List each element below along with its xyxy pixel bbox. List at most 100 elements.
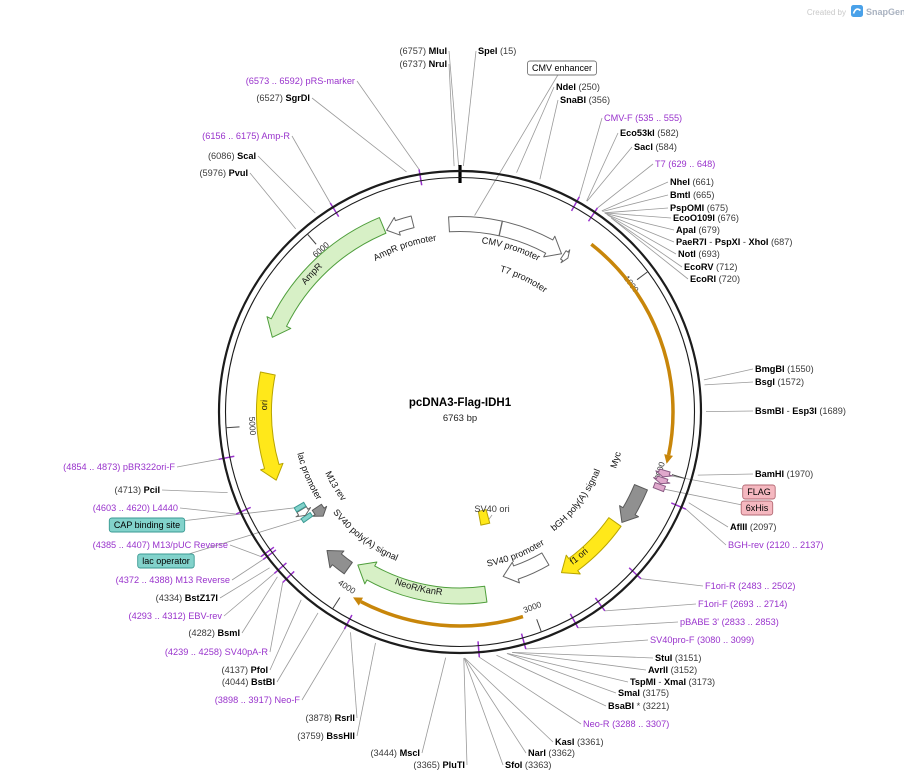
enzyme-label-pfoi[interactable]: (4137) PfoI bbox=[222, 665, 268, 675]
primer-label-m13-puc-reverse[interactable]: (4385 .. 4407) M13/pUC Reverse bbox=[93, 540, 228, 550]
feature-label-sv40-ori[interactable]: SV40 ori bbox=[474, 504, 509, 514]
enzy me-label-snabi[interactable]: SnaBI (356) bbox=[560, 95, 610, 105]
feature-neor-orf-arrowhead[interactable] bbox=[353, 597, 363, 606]
enzyme-label-scai[interactable]: (6086) ScaI bbox=[208, 151, 256, 161]
feature-sv40-polya-signal[interactable] bbox=[326, 550, 353, 575]
primer-label-f1ori-r[interactable]: F1ori-R (2483 .. 2502) bbox=[705, 581, 795, 591]
feature-label-flag[interactable]: FLAG bbox=[747, 487, 771, 497]
enzyme-label-pvui[interactable]: (5976) PvuI bbox=[199, 168, 248, 178]
enzyme-label-sgrdi[interactable]: (6527) SgrDI bbox=[256, 93, 310, 103]
enzyme-label-mlui[interactable]: (6757) MluI bbox=[400, 46, 448, 56]
enzyme-label-nhei[interactable]: NheI (661) bbox=[670, 177, 714, 187]
enzyme-label-apai[interactable]: ApaI (679) bbox=[676, 225, 720, 235]
enzyme-label-tspmi-xmai[interactable]: TspMI - XmaI (3173) bbox=[630, 677, 715, 687]
primer-site-tick[interactable] bbox=[282, 570, 295, 584]
primer-site-tick[interactable] bbox=[477, 641, 481, 658]
enzyme-label-pspomi[interactable]: PspOMI (675) bbox=[670, 203, 728, 213]
enzyme-label-pluti[interactable]: (3365) PluTI bbox=[413, 760, 465, 770]
primer-label-t7[interactable]: T7 (629 .. 648) bbox=[655, 159, 715, 169]
primer-label-pbr322ori-f[interactable]: (4854 .. 4873) pBR322ori-F bbox=[63, 462, 175, 472]
enzyme-label-bamhi[interactable]: BamHI (1970) bbox=[755, 469, 813, 479]
feature-label-cmv-enhancer[interactable]: CMV enhancer bbox=[532, 63, 592, 73]
feature-his6-tag[interactable] bbox=[652, 481, 667, 493]
enzyme-label-kasi[interactable]: KasI (3361) bbox=[555, 737, 604, 747]
primer-label-m13-reverse[interactable]: (4372 .. 4388) M13 Reverse bbox=[116, 575, 230, 585]
enzyme-label-avrii[interactable]: AvrII (3152) bbox=[648, 665, 697, 675]
enzyme-label-sfoi[interactable]: SfoI (3363) bbox=[505, 760, 551, 770]
primer-site-tick[interactable] bbox=[670, 502, 687, 510]
primer-site-tick[interactable] bbox=[262, 549, 277, 561]
feature-ampr[interactable] bbox=[266, 217, 387, 338]
primer-site-tick[interactable] bbox=[570, 196, 580, 212]
feature-idh1-orf-arrowhead[interactable] bbox=[664, 454, 674, 464]
enzyme-label-bsgi[interactable]: BsgI (1572) bbox=[755, 377, 804, 387]
feature-label-lac-operator-box[interactable] bbox=[137, 553, 195, 569]
feature-ori[interactable] bbox=[256, 371, 284, 481]
primer-label-neo-f[interactable]: (3898 .. 3917) Neo-F bbox=[215, 695, 301, 705]
primer-label-sv40pro-f[interactable]: SV40pro-F (3080 .. 3099) bbox=[650, 635, 754, 645]
feature-cmv-enhancer[interactable] bbox=[448, 215, 503, 237]
primer-site-tick[interactable] bbox=[260, 546, 275, 558]
primer-label-ebv-rev[interactable]: (4293 .. 4312) EBV-rev bbox=[129, 611, 223, 621]
enzyme-label-bsmi[interactable]: (4282) BsmI bbox=[188, 628, 240, 638]
enzyme-label-msci[interactable]: (3444) MscI bbox=[370, 748, 420, 758]
feature-neor-kanr[interactable] bbox=[357, 561, 488, 605]
feature-ampr-promoter[interactable] bbox=[386, 215, 415, 236]
feature-t7-promoter[interactable] bbox=[560, 249, 571, 264]
feature-f1-ori[interactable] bbox=[560, 517, 622, 575]
primer-label-pbabe-3[interactable]: pBABE 3' (2833 .. 2853) bbox=[680, 617, 779, 627]
primer-site-tick[interactable] bbox=[594, 597, 606, 612]
enzyme-label-ecorv[interactable]: EcoRV (712) bbox=[684, 262, 737, 272]
enzyme-label-bstbi[interactable]: (4044) BstBI bbox=[222, 677, 275, 687]
enzyme-label-bsshii[interactable]: (3759) BssHII bbox=[297, 731, 355, 741]
enzyme-label-bmti[interactable]: BmtI (665) bbox=[670, 190, 714, 200]
feature-label-lac-operator[interactable]: lac operator bbox=[142, 556, 190, 566]
enzyme-label-saci[interactable]: SacI (584) bbox=[634, 142, 677, 152]
primer-site-tick[interactable] bbox=[235, 506, 252, 515]
enzyme-label-bstz17i[interactable]: (4334) BstZ17I bbox=[156, 593, 218, 603]
feature-idh1-orf-arc[interactable] bbox=[590, 242, 675, 456]
enzyme-label-spei[interactable]: SpeI (15) bbox=[478, 46, 516, 56]
enzyme-label-nrui[interactable]: (6737) NruI bbox=[400, 59, 448, 69]
primer-label-neo-r[interactable]: Neo-R (3288 .. 3307) bbox=[583, 719, 669, 729]
feature-cmv-promoter[interactable] bbox=[498, 220, 563, 258]
primer-site-tick[interactable] bbox=[418, 169, 423, 186]
primer-site-tick[interactable] bbox=[587, 207, 599, 222]
feature-myc-tag-a[interactable] bbox=[655, 468, 673, 478]
feature-label-6xhis-box[interactable] bbox=[740, 500, 774, 516]
feature-m13-rev[interactable] bbox=[311, 503, 328, 517]
enzyme-label-pcii[interactable]: (4713) PciI bbox=[115, 485, 160, 495]
primer-label-prs-marker[interactable]: (6573 .. 6592) pRS-marker bbox=[246, 76, 355, 86]
primer-label-f1ori-f[interactable]: F1ori-F (2693 .. 2714) bbox=[698, 599, 787, 609]
primer-site-tick[interactable] bbox=[218, 455, 235, 461]
feature-bgh-polya-signal[interactable] bbox=[619, 484, 648, 523]
feature-myc-tag-b[interactable] bbox=[653, 475, 671, 485]
primer-site-tick[interactable] bbox=[329, 202, 340, 217]
enzyme-label-ecori[interactable]: EcoRI (720) bbox=[690, 274, 740, 284]
enzyme-label-bmgbi[interactable]: BmgBI (1550) bbox=[755, 364, 814, 374]
feature-sv40-promoter[interactable] bbox=[502, 552, 550, 584]
feature-sv40-ori[interactable] bbox=[477, 508, 491, 526]
enzyme-label-bsabi[interactable]: BsaBI * (3221) bbox=[608, 701, 669, 711]
primer-site-tick[interactable] bbox=[628, 567, 642, 580]
primer-site-tick[interactable] bbox=[569, 613, 579, 629]
enzyme-label-stui[interactable]: StuI (3151) bbox=[655, 653, 701, 663]
enzyme-label-bsmbi-esp3i[interactable]: BsmBI - Esp3I (1689) bbox=[755, 406, 846, 416]
enzyme-label-nari[interactable]: NarI (3362) bbox=[528, 748, 575, 758]
feature-label-cmv-enhancer-box[interactable] bbox=[527, 60, 597, 76]
enzyme-label-smai[interactable]: SmaI (3175) bbox=[618, 688, 669, 698]
primer-label-bgh-rev[interactable]: BGH-rev (2120 .. 2137) bbox=[728, 540, 824, 550]
enzyme-label-eco53ki[interactable]: Eco53kI (582) bbox=[620, 128, 679, 138]
enzyme-label-rsrii[interactable]: (3878) RsrII bbox=[305, 713, 355, 723]
primer-site-tick[interactable] bbox=[343, 614, 353, 630]
feature-cap-binding-site[interactable] bbox=[293, 501, 307, 513]
primer-site-tick[interactable] bbox=[273, 562, 287, 574]
enzyme-label-paer7i-pspxi-xhoi[interactable]: PaeR7I - PspXI - XhoI (687) bbox=[676, 237, 792, 247]
enzyme-label-ndei[interactable]: NdeI (250) bbox=[556, 82, 600, 92]
primer-label-sv40pa-r[interactable]: (4239 .. 4258) SV40pA-R bbox=[165, 647, 269, 657]
primer-label-amp-r[interactable]: (6156 .. 6175) Amp-R bbox=[202, 131, 290, 141]
enzyme-label-noti[interactable]: NotI (693) bbox=[678, 249, 720, 259]
feature-label-cap-binding-site-box[interactable] bbox=[108, 517, 186, 533]
feature-label-cap-binding-site[interactable]: CAP binding site bbox=[114, 520, 180, 530]
feature-label-flag-box[interactable] bbox=[742, 484, 776, 500]
